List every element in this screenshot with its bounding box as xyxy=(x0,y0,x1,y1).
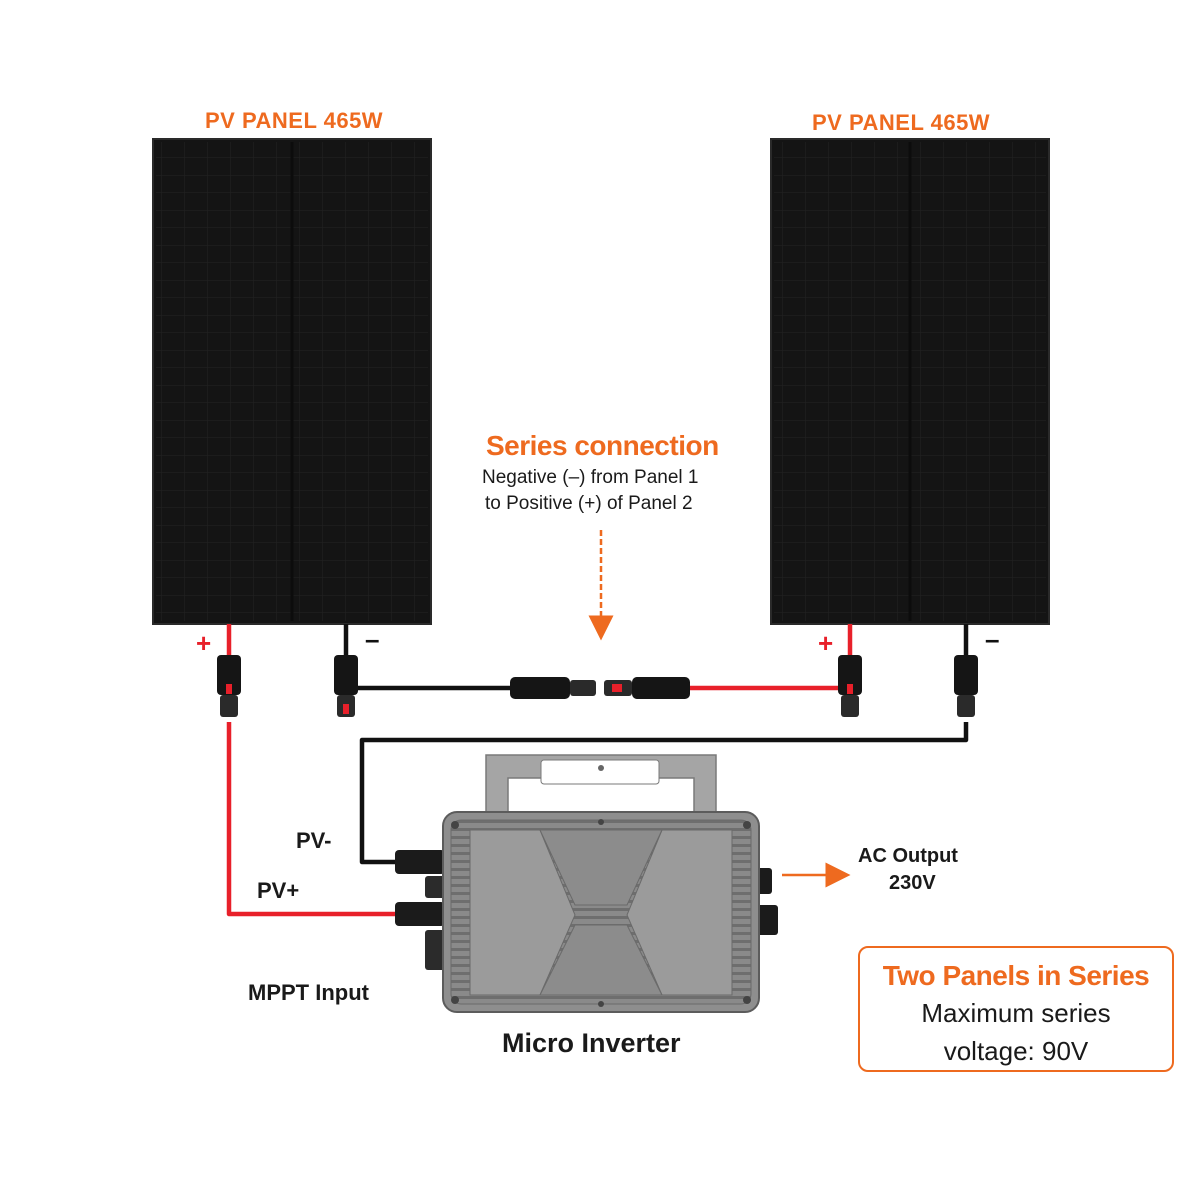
series-connection-line1: Negative (–) from Panel 1 xyxy=(482,467,699,488)
pv-minus-label: PV- xyxy=(296,828,332,853)
wire-to-pv-minus xyxy=(359,722,969,865)
callout-line2: voltage: 90V xyxy=(943,1036,1089,1066)
mc4-connector-panel1-positive xyxy=(217,655,241,717)
wires xyxy=(226,624,969,917)
panel-1-positive-sign: + xyxy=(196,628,212,658)
solar-panel-1 xyxy=(152,138,432,625)
mc4-series-connector-pair xyxy=(510,677,690,699)
mc4-connector-panel1-negative xyxy=(334,655,358,717)
panel-2-positive-sign: + xyxy=(818,628,834,658)
callout-title: Two Panels in Series xyxy=(882,960,1150,991)
mc4-connector-panel2-negative xyxy=(954,655,978,717)
ac-output-label: AC Output xyxy=(858,845,958,867)
series-info-callout: Two Panels in Series Maximum series volt… xyxy=(858,946,1174,1072)
panel-2-negative-sign: – xyxy=(985,624,1000,654)
panel-1-title: PV PANEL 465W xyxy=(205,108,384,133)
solar-panel-2 xyxy=(770,138,1050,625)
ac-output-voltage: 230V xyxy=(889,872,936,894)
panel-2-title: PV PANEL 465W xyxy=(812,110,991,135)
series-connection-title: Series connection xyxy=(486,430,719,461)
mppt-input-label: MPPT Input xyxy=(248,980,369,1005)
callout-line1: Maximum series xyxy=(921,998,1111,1028)
series-connection-line2: to Positive (+) of Panel 2 xyxy=(485,493,693,514)
wire-to-pv-plus xyxy=(226,722,395,917)
pv-input-connectors xyxy=(395,850,449,970)
panel-1-negative-sign: – xyxy=(365,624,380,654)
micro-inverter xyxy=(395,754,778,1013)
mc4-connector-panel2-positive xyxy=(838,655,862,717)
micro-inverter-label: Micro Inverter xyxy=(502,1028,681,1058)
pv-plus-label: PV+ xyxy=(257,878,300,903)
